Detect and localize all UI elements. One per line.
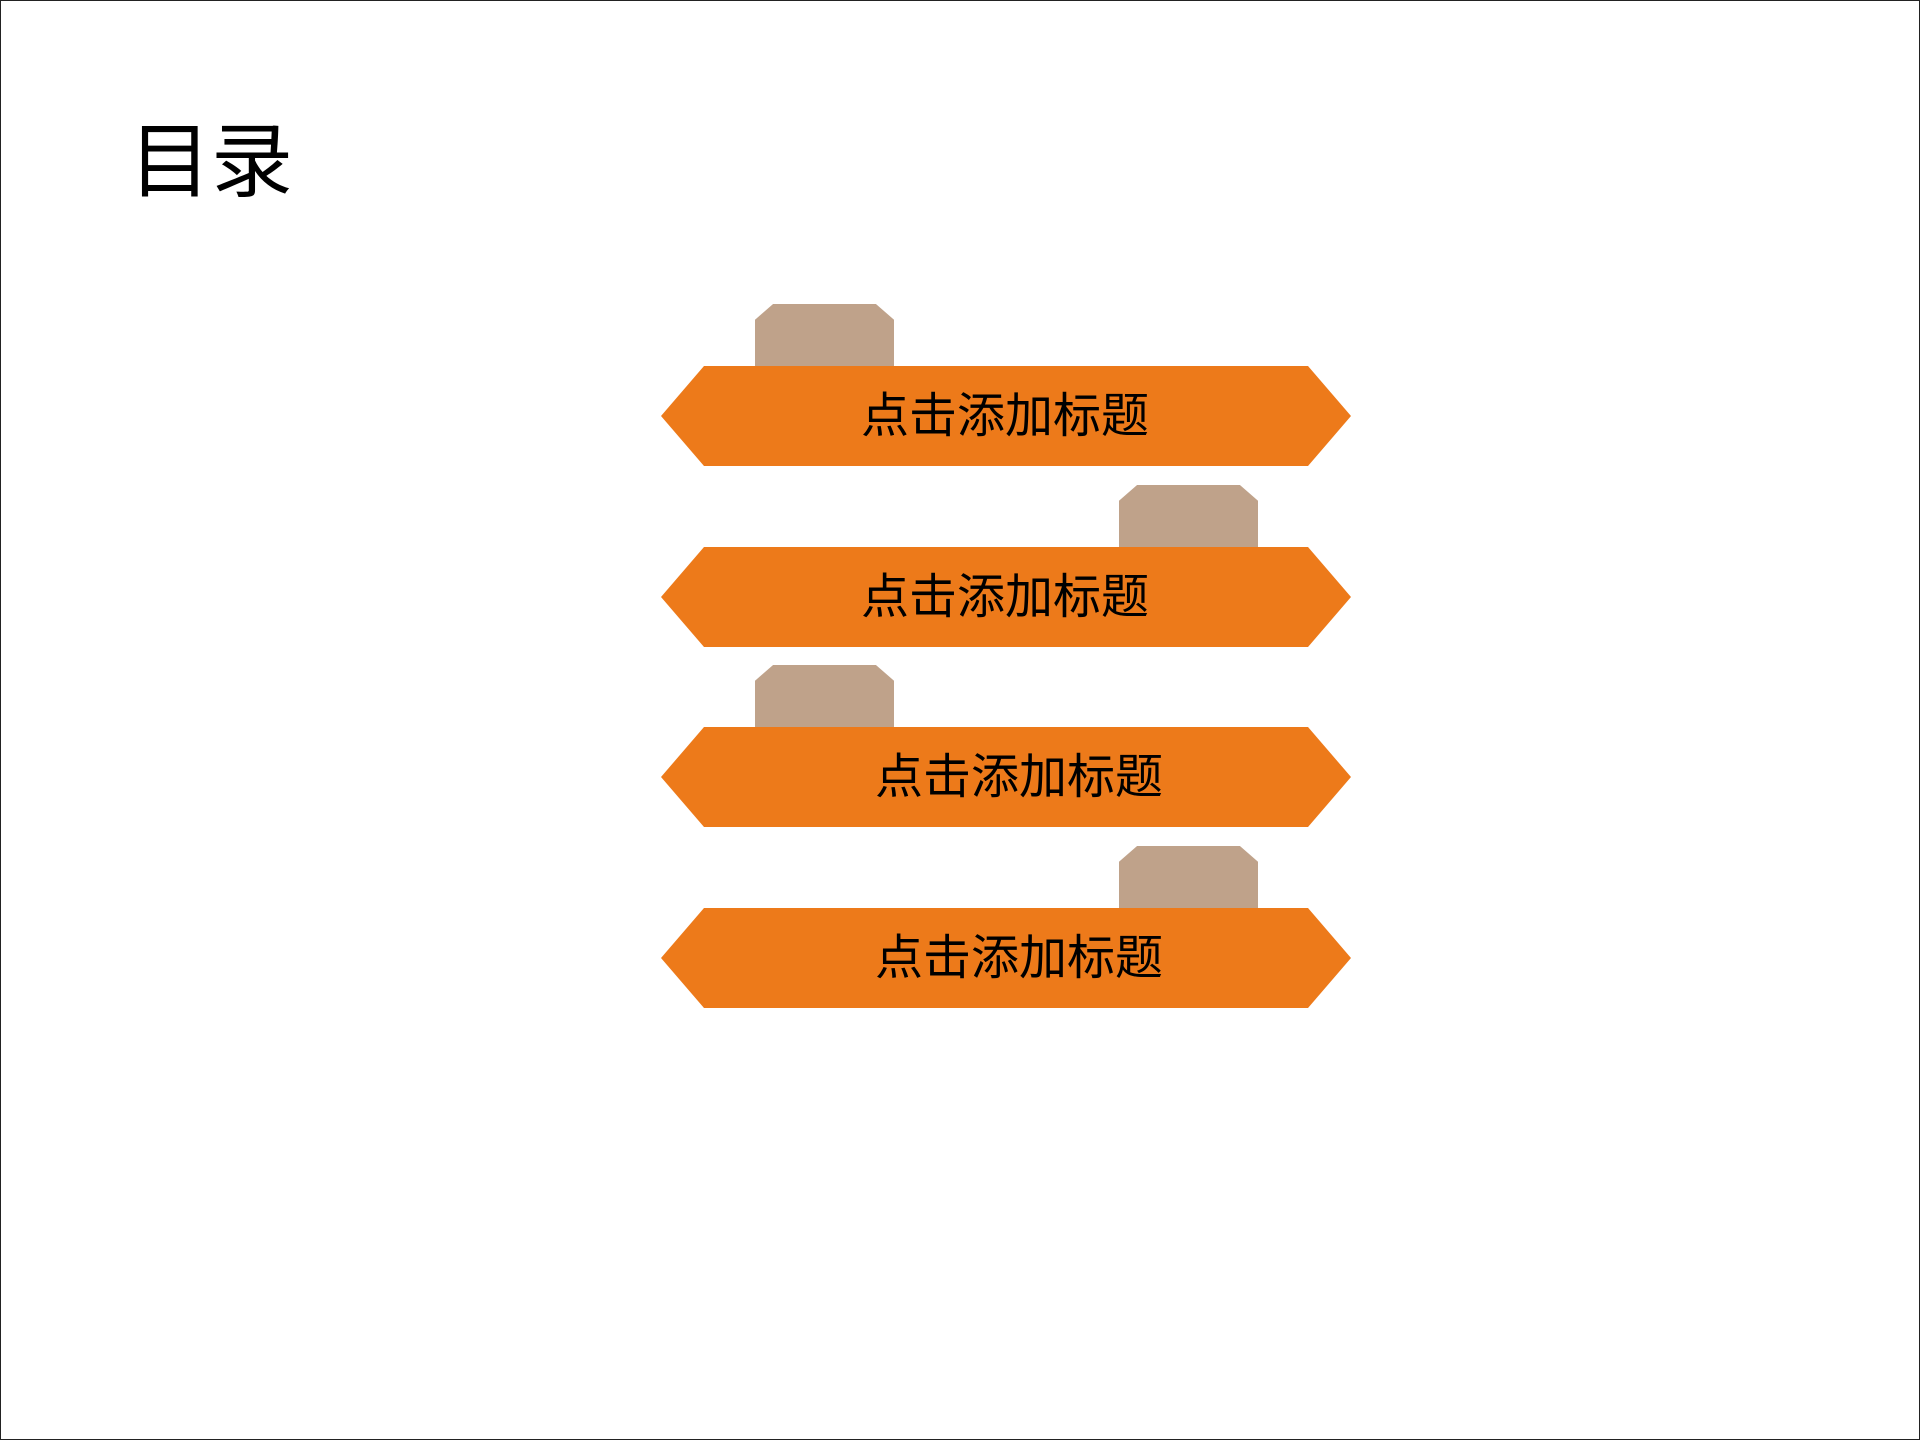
toc-label-3: 点击添加标题 [875, 749, 1164, 805]
toc-item-3[interactable]: 点击添加标题 [661, 665, 1351, 827]
toc-tab-4 [1119, 846, 1258, 909]
toc-item-2[interactable]: 点击添加标题 [661, 485, 1351, 647]
toc-tab-3 [755, 665, 894, 728]
slide-title: 目录 [129, 115, 294, 210]
toc-banner-2 [661, 547, 1351, 647]
toc-item-1[interactable]: 点击添加标题 [661, 304, 1351, 466]
toc-tab-2 [1119, 485, 1258, 548]
toc-label-1: 点击添加标题 [861, 388, 1150, 444]
toc-banner-4 [661, 908, 1351, 1008]
toc-banner-3 [661, 727, 1351, 827]
toc-label-2: 点击添加标题 [861, 569, 1150, 625]
toc-label-4: 点击添加标题 [875, 930, 1164, 986]
toc-tab-1 [755, 304, 894, 367]
toc-item-4[interactable]: 点击添加标题 [661, 846, 1351, 1008]
toc-banner-1 [661, 366, 1351, 466]
